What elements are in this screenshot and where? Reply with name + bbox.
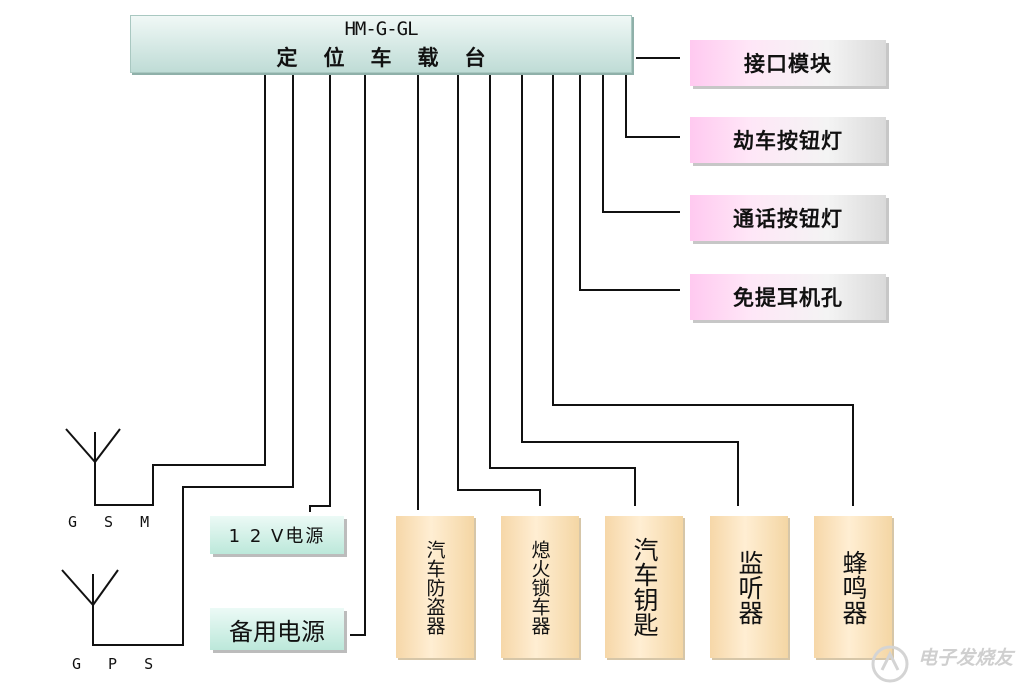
wire-car-key [489,71,636,506]
wire-handsfree-jack [579,71,680,291]
watermark-text: 电子发烧友 [918,647,1014,669]
gsm-antenna-label: G S M [68,513,159,531]
watermark-icon [871,645,909,683]
wire-12v-power [309,71,331,512]
wire-ignition-lock [457,71,541,506]
module-interface: 接口模块 [690,40,886,86]
power-backup-box: 备用电源 [210,608,344,650]
gps-antenna-icon [61,569,119,606]
wire-buzzer [552,71,854,506]
gsm-antenna-icon [65,428,121,463]
wire-call-button-light [602,71,680,213]
wire-gsm-antenna [94,71,266,506]
main-unit-title: 定位车载台 [276,46,512,70]
wire-backup-power [350,71,366,636]
module-hijack-button-light: 劫车按钮灯 [690,117,886,163]
device-buzzer: 蜂鸣器 [814,516,892,658]
power-12v-box: 1 2 V电源 [210,516,344,554]
wire-gps-antenna [92,71,294,646]
device-car-alarm: 汽车防盗器 [396,516,474,658]
gps-antenna-label: G P S [72,655,163,673]
main-unit-model: HM-G-GL [344,18,418,40]
wire-monitor [521,71,739,506]
main-unit-box: HM-G-GL 定位车载台 [130,15,632,73]
device-car-key: 汽车钥匙 [605,516,683,658]
wire-hijack-button-light [625,71,680,138]
device-ignition-lock: 熄火锁车器 [501,516,579,658]
module-call-button-light: 通话按钮灯 [690,195,886,241]
module-handsfree-jack: 免提耳机孔 [690,274,886,320]
watermark-logo: 电子发烧友 [868,640,1018,688]
device-monitor: 监听器 [710,516,788,658]
